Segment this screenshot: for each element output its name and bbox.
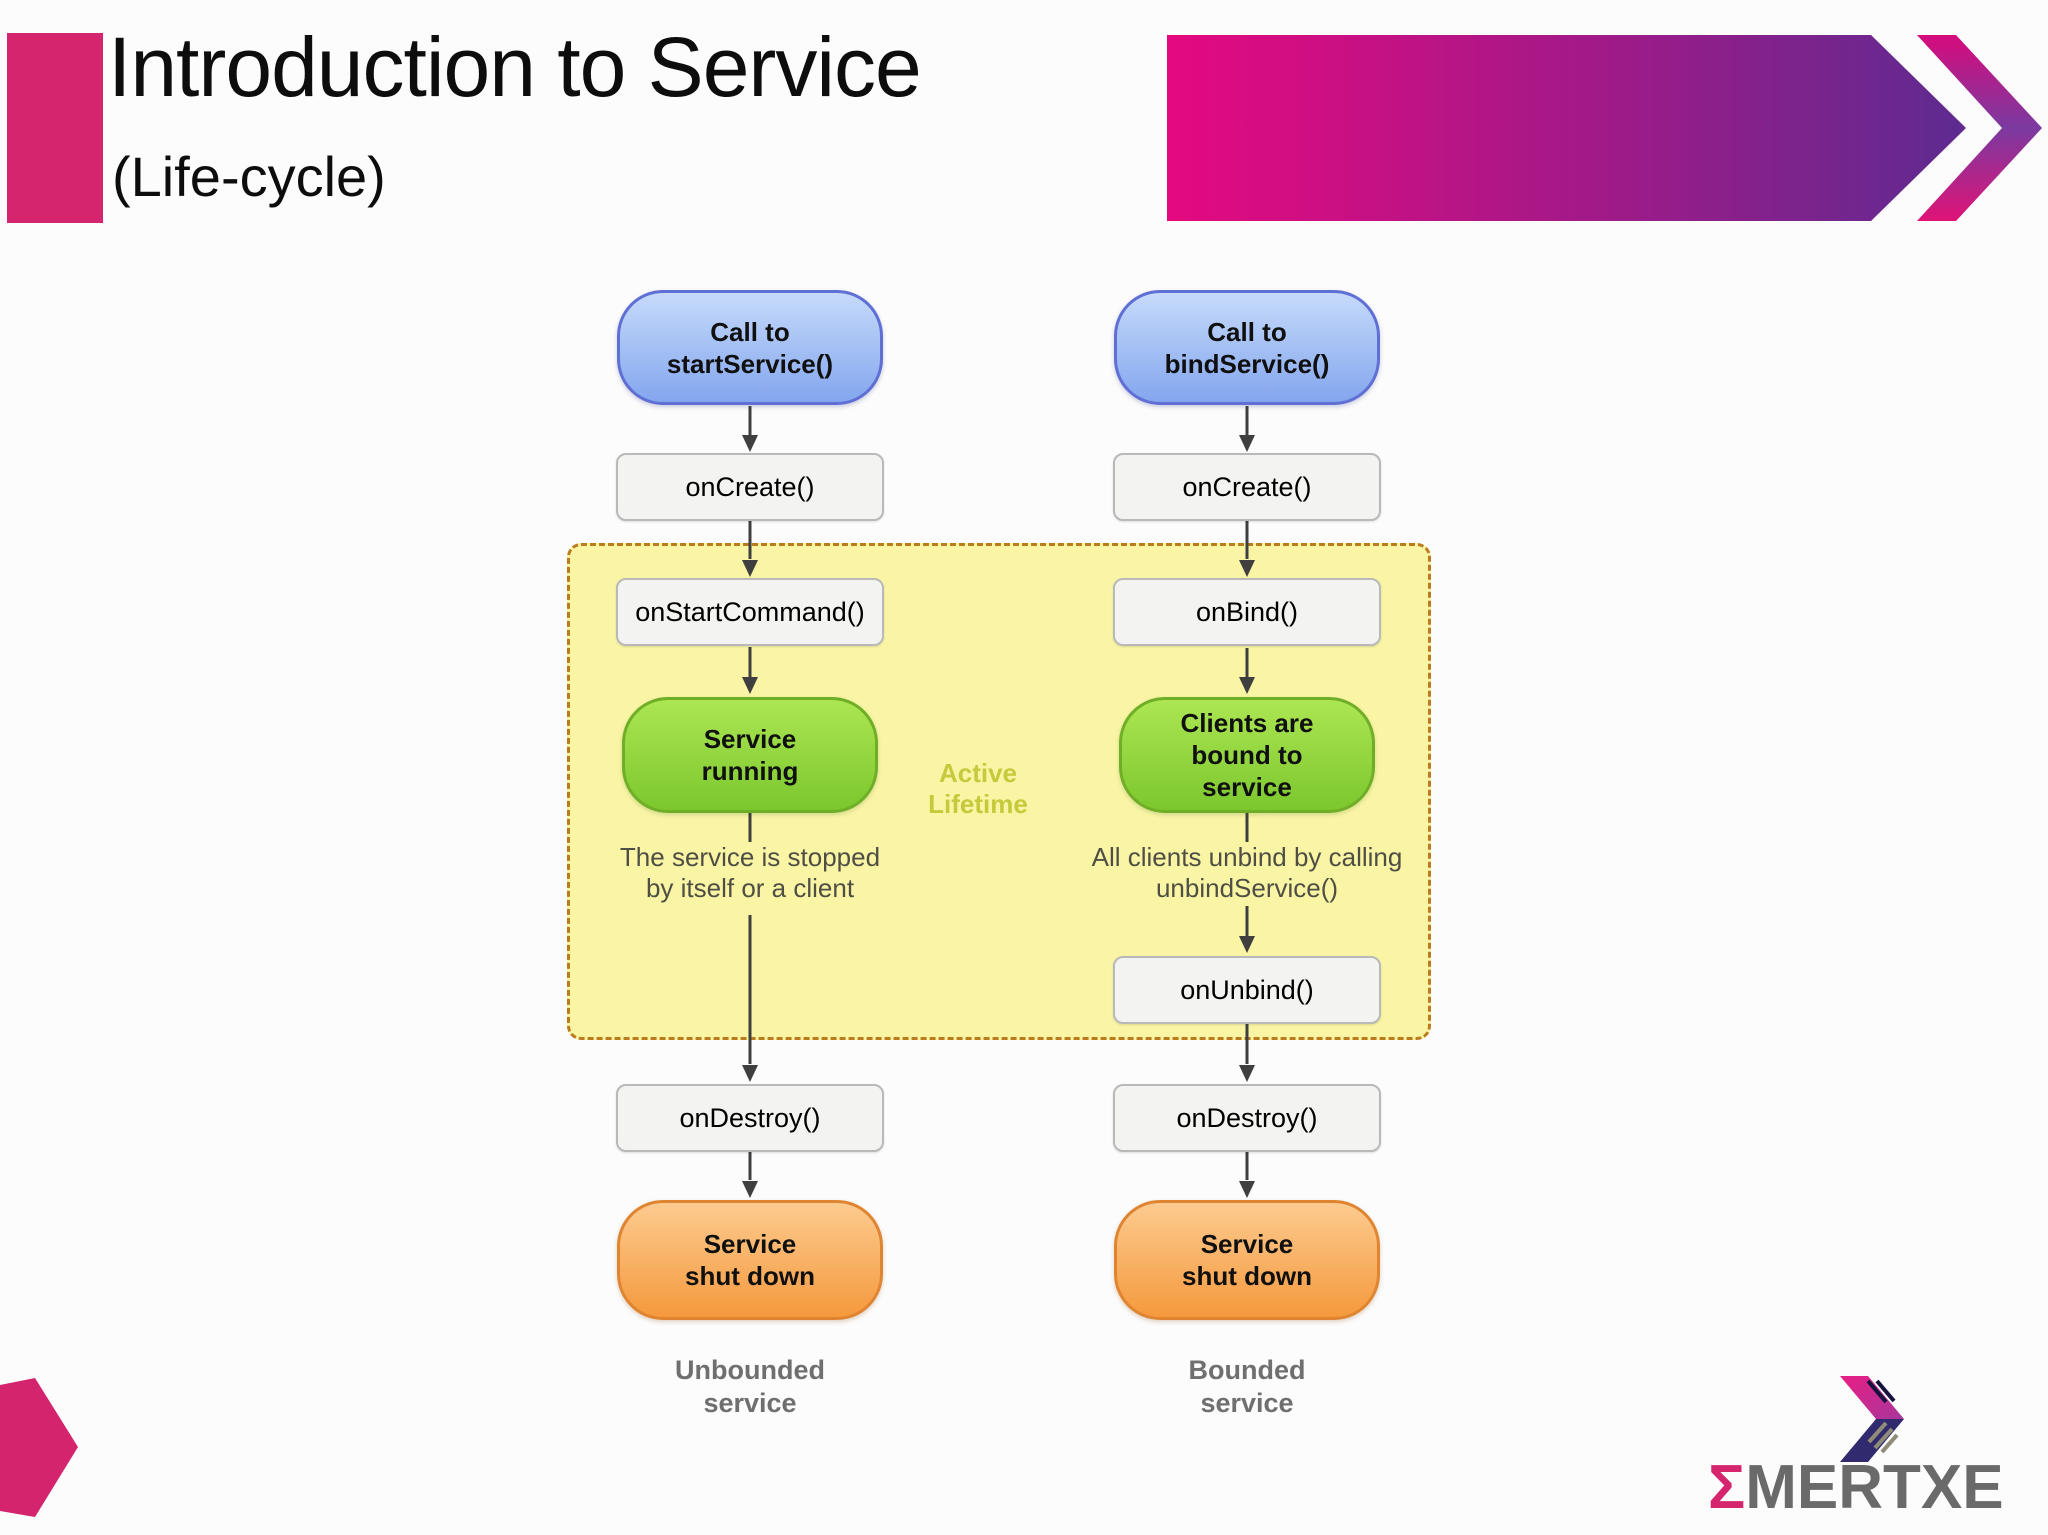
ondestroy-left-node: onDestroy() <box>616 1084 884 1152</box>
title-accent-bar <box>7 33 103 223</box>
emertxe-logo: ΣMERTXE <box>1708 1452 2048 1523</box>
unbounded-service-caption: Unbounded service <box>675 1355 825 1418</box>
logo-wordmark: MERTXE <box>1745 1453 2004 1522</box>
start-service-node: Call to startService() <box>617 290 883 405</box>
page-title: Introduction to Service <box>108 20 922 114</box>
oncreate-left-node: onCreate() <box>616 453 884 521</box>
banner-chevron-outline <box>1917 35 2042 221</box>
ondestroy-right-node: onDestroy() <box>1113 1084 1381 1152</box>
banner-main-shape <box>1167 35 1966 221</box>
bind-service-node: Call to bindService() <box>1114 290 1380 405</box>
logo-sigma: Σ <box>1708 1453 1746 1522</box>
onbind-node: onBind() <box>1113 578 1381 646</box>
service-stopped-note: The service is stopped by itself or a cl… <box>619 842 881 903</box>
onunbind-node: onUnbind() <box>1113 956 1381 1024</box>
clients-bound-node: Clients are bound to service <box>1119 697 1375 813</box>
service-shutdown-left-node: Service shut down <box>617 1200 883 1320</box>
clients-unbind-note: All clients unbind by calling unbindServ… <box>1091 842 1403 903</box>
header-banner-graphic <box>1167 35 2042 221</box>
service-shutdown-right-node: Service shut down <box>1114 1200 1380 1320</box>
active-lifetime-label: Active Lifetime <box>928 758 1028 819</box>
logo-chevron-icon <box>1840 1376 1904 1462</box>
service-running-node: Service running <box>622 697 878 813</box>
page-subtitle: (Life-cycle) <box>112 145 386 208</box>
oncreate-right-node: onCreate() <box>1113 453 1381 521</box>
footer-accent-chevron <box>0 1378 78 1517</box>
bounded-service-caption: Bounded service <box>1188 1355 1306 1418</box>
onstartcommand-node: onStartCommand() <box>616 578 884 646</box>
